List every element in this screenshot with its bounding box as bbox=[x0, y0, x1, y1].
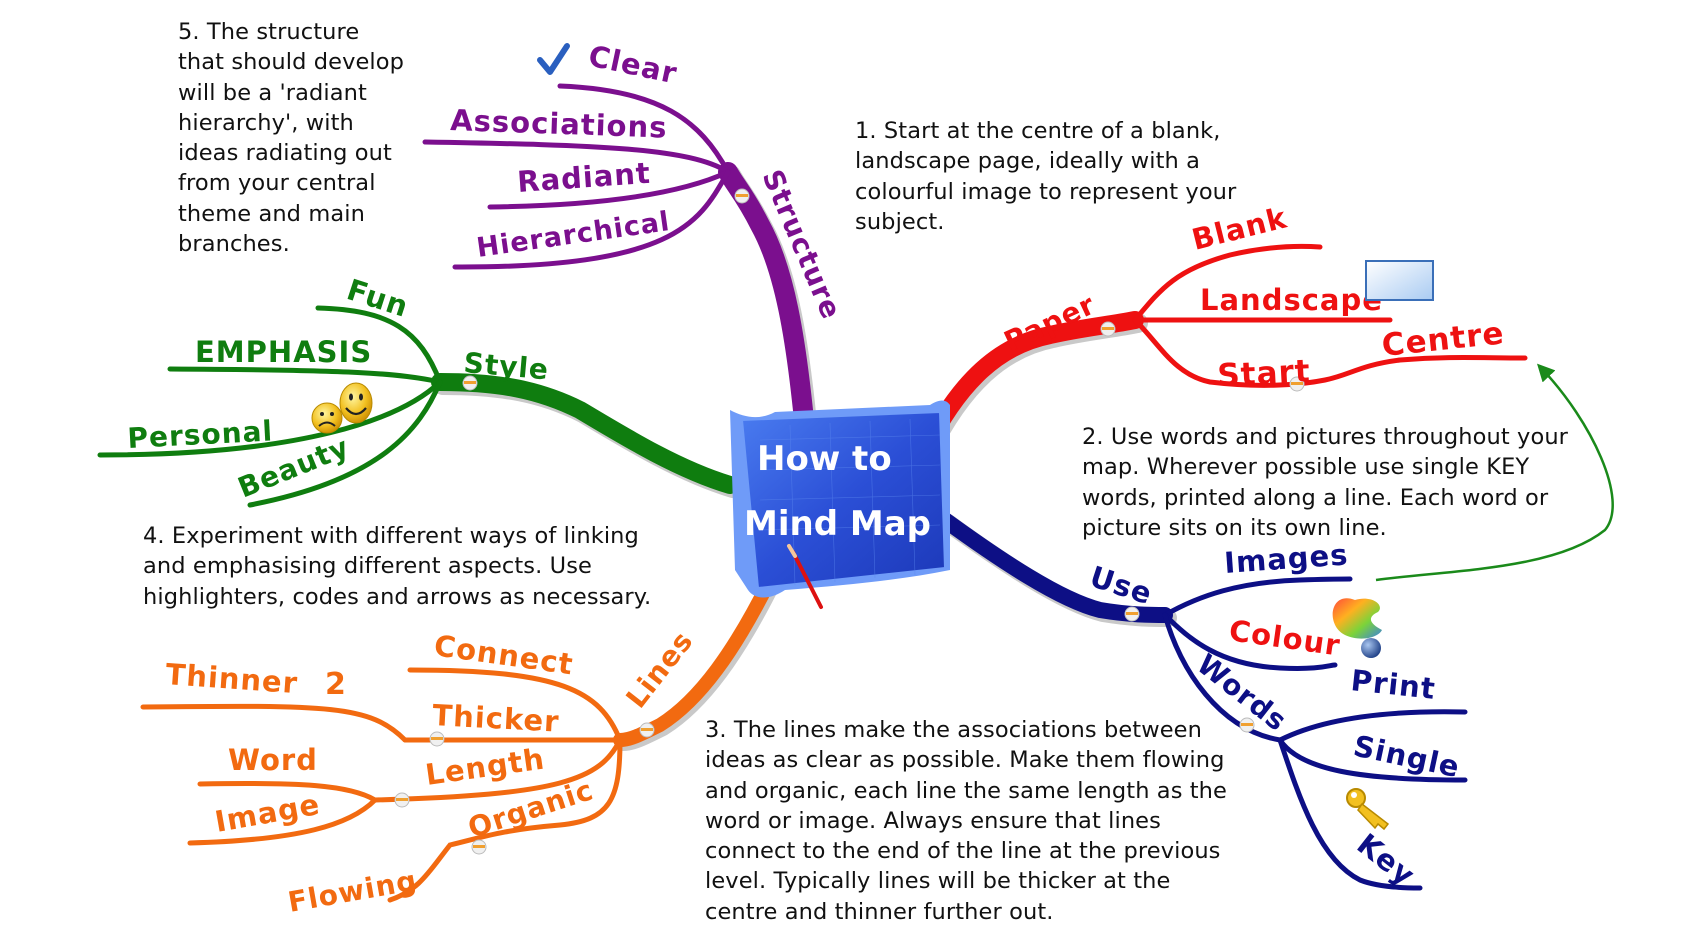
knob-minus-icon bbox=[1241, 723, 1253, 726]
branch-lines[interactable] bbox=[140, 573, 781, 903]
note-4: 4. Experiment with different ways of lin… bbox=[143, 523, 652, 610]
knob-minus-icon bbox=[473, 845, 485, 848]
label-landscape: Landscape bbox=[1200, 283, 1383, 317]
central-topic-line1: How to bbox=[757, 439, 892, 479]
label-thicker: Thicker bbox=[432, 698, 561, 739]
label-personal: Personal bbox=[127, 414, 274, 455]
smiley-icon bbox=[339, 382, 373, 424]
branch-use[interactable] bbox=[937, 512, 1468, 891]
label-clear: Clear bbox=[586, 39, 681, 91]
knob-minus-icon bbox=[736, 194, 748, 197]
label-start: Start bbox=[1217, 353, 1312, 394]
rectangle-icon bbox=[1365, 260, 1434, 301]
label-associations: Associations bbox=[450, 103, 668, 145]
sad-face-icon bbox=[311, 402, 343, 434]
checkmark-icon bbox=[537, 43, 570, 75]
label-hierarchical: Hierarchical bbox=[475, 206, 672, 264]
note-5: 5. The structure that should develop wil… bbox=[178, 19, 405, 258]
central-topic[interactable]: How to Mind Map bbox=[730, 400, 950, 598]
label-images: Images bbox=[1223, 537, 1349, 580]
pencil-tip bbox=[787, 544, 797, 558]
label-thinner: Thinner bbox=[165, 657, 300, 700]
knob-minus-icon bbox=[396, 798, 408, 801]
key-icon bbox=[1346, 788, 1390, 831]
label-word: Word bbox=[228, 743, 318, 777]
palette-icon bbox=[1332, 598, 1382, 658]
note-1: 1. Start at the centre of a blank, lands… bbox=[855, 118, 1237, 235]
label-length: Length bbox=[423, 742, 547, 792]
label-thinner-2: 2 bbox=[325, 667, 347, 702]
knob-minus-icon bbox=[464, 381, 476, 384]
note-2: 2. Use words and pictures throughout you… bbox=[1082, 424, 1569, 541]
knob-minus-icon bbox=[431, 737, 443, 740]
pencil-icon bbox=[791, 550, 823, 609]
knob-minus-icon bbox=[1126, 612, 1138, 615]
label-colour: Colour bbox=[1227, 613, 1343, 662]
central-topic-line2: Mind Map bbox=[744, 504, 931, 544]
label-radiant: Radiant bbox=[516, 156, 652, 199]
knob-minus-icon bbox=[1102, 327, 1114, 330]
knob-minus-icon bbox=[1291, 382, 1303, 385]
label-print: Print bbox=[1349, 663, 1437, 706]
label-flowing: Flowing bbox=[285, 864, 419, 919]
note-3: 3. The lines make the associations betwe… bbox=[705, 717, 1227, 925]
link-arrow[interactable] bbox=[1375, 363, 1614, 582]
knob-minus-icon bbox=[641, 728, 653, 731]
label-emphasis: EMPHASIS bbox=[195, 335, 372, 369]
label-style: Style bbox=[462, 346, 550, 386]
